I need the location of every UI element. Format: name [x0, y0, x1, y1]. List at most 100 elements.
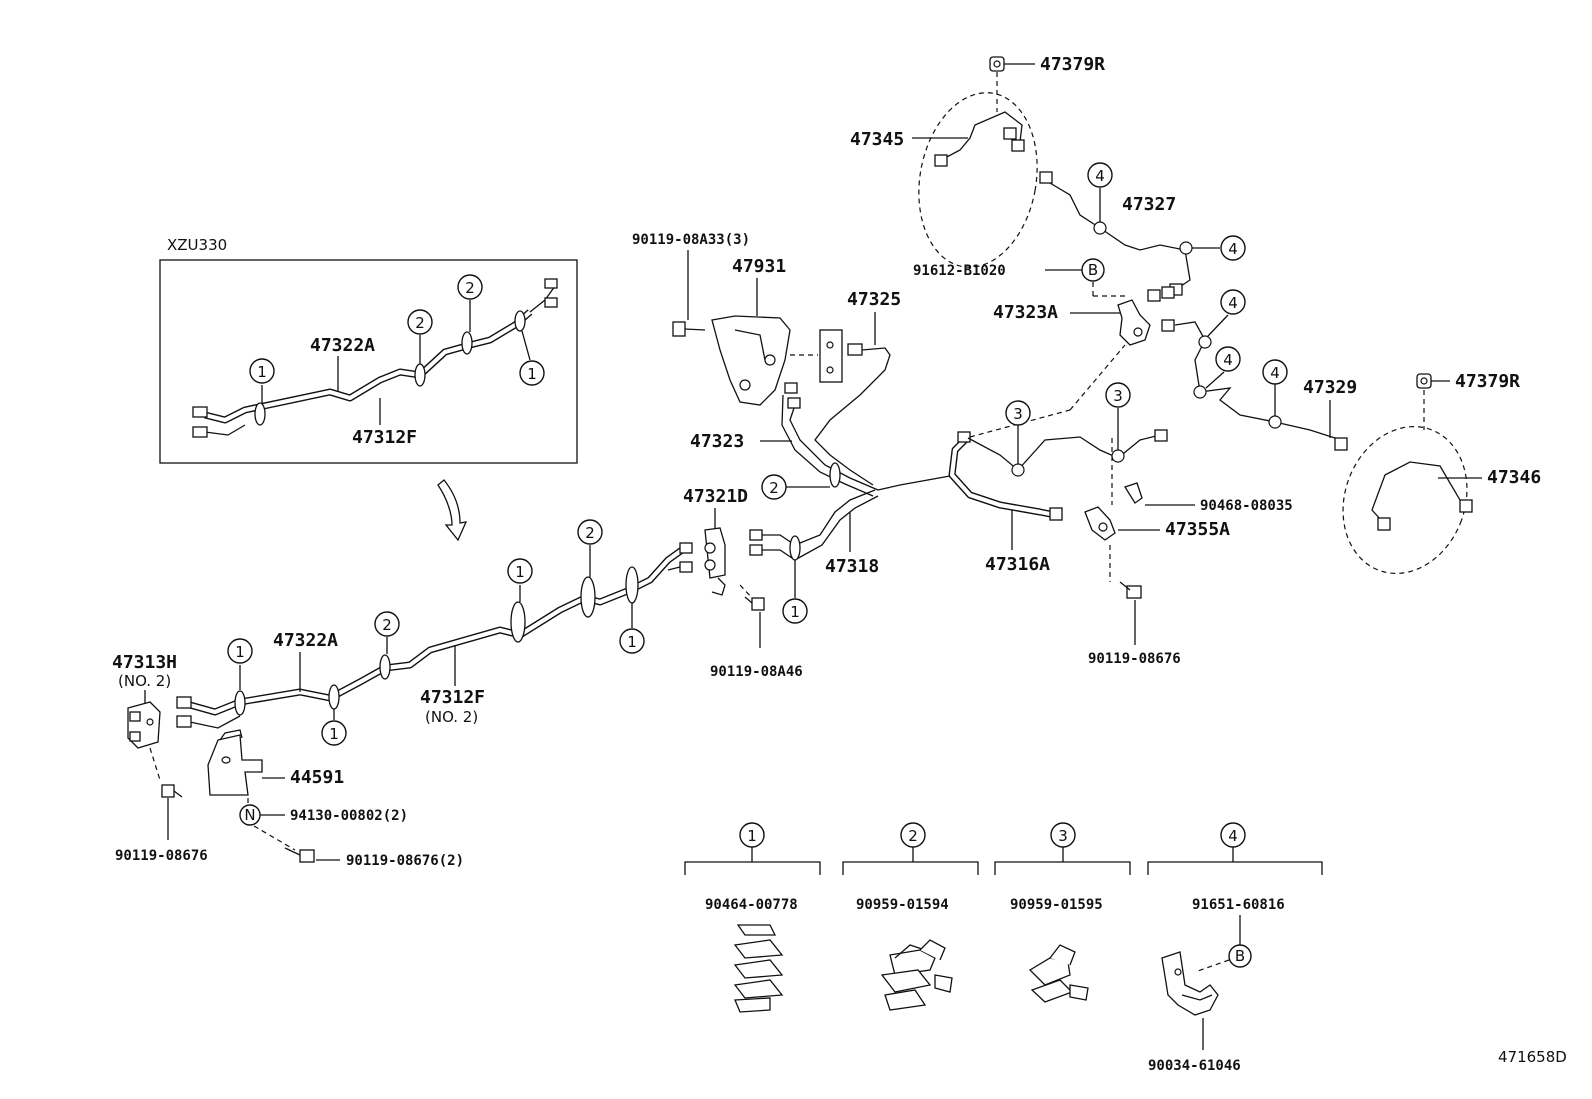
svg-text:B: B [1088, 261, 1098, 279]
svg-text:90119-08676: 90119-08676 [1088, 651, 1181, 667]
tubes-47327-47329: 3 3 4 4 47327 4 4 4 47329 [967, 162, 1357, 477]
clamp-block [819, 329, 843, 383]
svg-text:90119-08676(2): 90119-08676(2) [346, 853, 464, 869]
inset-callout-1b [519, 360, 545, 386]
clip-legend: 1 90464-00778 2 90959-01594 [684, 822, 1323, 1074]
bracket-44591: 44591 N 94130-00802(2) 90119-08676(2) [207, 729, 464, 869]
inset-clip-1a [254, 402, 266, 426]
svg-text:1: 1 [747, 827, 757, 845]
arrow-down-icon [437, 479, 468, 542]
bolt-icon [672, 321, 706, 337]
svg-text:4: 4 [1095, 167, 1105, 185]
svg-text:47327: 47327 [1122, 194, 1176, 215]
svg-text:91612-B1020: 91612-B1020 [913, 263, 1006, 279]
clip-90959-01595-icon [1028, 944, 1089, 1003]
svg-text:1: 1 [515, 563, 525, 581]
svg-text:47316A: 47316A [985, 554, 1050, 575]
tube-47346: 47379R 47346 [1342, 371, 1541, 575]
svg-text:47345: 47345 [850, 129, 904, 150]
inset-callout-2b [457, 274, 483, 300]
tube-47323-47325: 2 47323 47325 [690, 289, 901, 500]
legend-item-3: 3 90959-01595 [994, 822, 1131, 1003]
svg-text:90959-01595: 90959-01595 [1010, 897, 1103, 913]
label-47322A: 47322A [273, 630, 338, 651]
clip-90468-08035: 90468-08035 [1124, 482, 1293, 514]
svg-text:47329: 47329 [1303, 377, 1357, 398]
inset-clip-2a [414, 363, 426, 387]
inset-label-47322A: 47322A [310, 335, 375, 356]
svg-text:47379R: 47379R [1040, 54, 1105, 75]
bracket-47355A: 47355A 90119-08676 [1084, 438, 1230, 667]
joint-47321D: 47321D 90119-08A46 [683, 486, 803, 680]
svg-text:4: 4 [1228, 294, 1238, 312]
svg-text:3: 3 [1013, 405, 1023, 423]
svg-text:1: 1 [790, 603, 800, 621]
svg-text:90119-08A33(3): 90119-08A33(3) [632, 232, 750, 248]
svg-text:47931: 47931 [732, 256, 786, 277]
bracket-47931: 47931 90119-08A33(3) [632, 232, 843, 406]
inset-callout-2a [407, 309, 433, 335]
svg-text:47323: 47323 [690, 431, 744, 452]
svg-text:1: 1 [627, 633, 637, 651]
inset-label-47312F: 47312F [352, 427, 417, 448]
svg-text:90119-08A46: 90119-08A46 [710, 664, 803, 680]
svg-text:47321D: 47321D [683, 486, 748, 507]
svg-text:90468-08035: 90468-08035 [1200, 498, 1293, 514]
legend-item-1: 1 90464-00778 [684, 822, 821, 1013]
label-47312F: 47312F [420, 687, 485, 708]
svg-text:1: 1 [235, 643, 245, 661]
svg-text:44591: 44591 [290, 767, 344, 788]
union-47323A: 91612-B1020 B 47323A [913, 258, 1175, 346]
clip-90464-00778-icon [733, 924, 784, 1013]
label-90119-08676-left: 90119-08676 [115, 848, 208, 864]
clamp-90034-61046-icon [1161, 951, 1219, 1016]
figure-id: 471658D [1498, 1048, 1567, 1066]
svg-text:2: 2 [382, 616, 392, 634]
tube-47345: 47379R 47345 [850, 54, 1105, 268]
tube-47318-bundle: 1 47318 [749, 489, 879, 624]
svg-text:4: 4 [1228, 827, 1238, 845]
bolt-icon [1119, 581, 1142, 599]
label-47312F-sub: (NO. 2) [425, 708, 478, 726]
inset-clip-2b [461, 331, 473, 355]
svg-text:1: 1 [257, 363, 267, 381]
svg-text:91651-60816: 91651-60816 [1192, 897, 1285, 913]
svg-text:4: 4 [1223, 351, 1233, 369]
union-47313H: 47313H (NO. 2) 90119-08676 [112, 652, 208, 864]
bolt-icon [744, 596, 765, 611]
clip-90959-01594-icon [880, 939, 953, 1011]
svg-text:4: 4 [1228, 240, 1238, 258]
svg-text:2: 2 [908, 827, 918, 845]
svg-text:N: N [244, 806, 255, 824]
svg-text:47346: 47346 [1487, 467, 1541, 488]
svg-text:1: 1 [527, 365, 537, 383]
legend-item-4: 4 91651-60816 B 90034-61046 [1147, 822, 1323, 1074]
svg-text:47323A: 47323A [993, 302, 1058, 323]
svg-text:47313H: 47313H [112, 652, 177, 673]
bolt-icon [284, 847, 315, 863]
inset-callout-1 [249, 358, 275, 384]
svg-text:2: 2 [465, 279, 475, 297]
svg-text:47318: 47318 [825, 556, 879, 577]
inset-title: XZU330 [167, 236, 227, 254]
nut-icon [989, 56, 1005, 72]
svg-text:B: B [1235, 947, 1245, 965]
svg-text:1: 1 [329, 725, 339, 743]
main-callouts: 1 1 2 1 2 1 [227, 519, 645, 746]
svg-text:90034-61046: 90034-61046 [1148, 1058, 1241, 1074]
svg-text:3: 3 [1058, 827, 1068, 845]
hose-47316A: 47316A [877, 344, 1126, 575]
inset-fittings [192, 278, 558, 438]
main-pipe-run [176, 542, 693, 729]
svg-text:(NO. 2): (NO. 2) [118, 672, 171, 690]
nut-icon [1416, 373, 1432, 389]
bolt-icon [161, 784, 183, 798]
inset-xzu330: XZU330 1 2 2 1 47322A 4 [159, 236, 578, 464]
inset-frame [159, 259, 578, 464]
svg-text:90464-00778: 90464-00778 [705, 897, 798, 913]
svg-text:90959-01594: 90959-01594 [856, 897, 949, 913]
svg-text:47379R: 47379R [1455, 371, 1520, 392]
legend-item-2: 2 90959-01594 [842, 822, 979, 1011]
inset-clip-1b [514, 310, 526, 332]
